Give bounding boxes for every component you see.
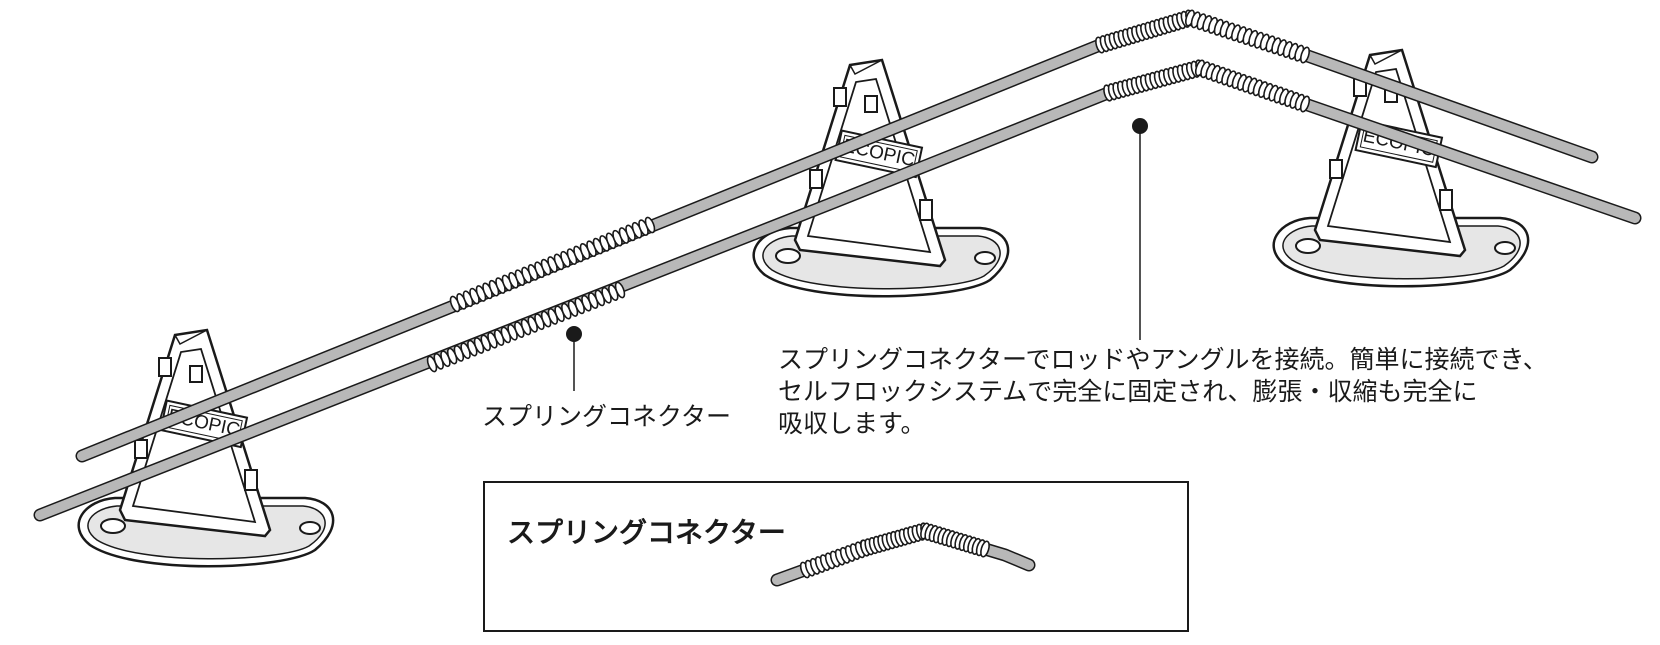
spring-upper-top-b <box>1184 9 1311 64</box>
description-line: セルフロックシステムで完全に固定され、膨張・収縮も完全に <box>778 377 1478 406</box>
inset-spring-a <box>799 539 871 579</box>
spring-connector-label: スプリングコネクター <box>482 402 732 431</box>
inset-spring-illustration <box>770 522 1036 587</box>
connector-description: スプリングコネクターでロッドやアングルを接続。簡単に接続でき、 セルフロックシス… <box>778 344 1598 440</box>
inset-spring-b <box>860 522 930 557</box>
callout-dot-right <box>1132 118 1148 134</box>
callout-dot-left <box>566 326 582 342</box>
description-line: 吸収します。 <box>778 409 926 438</box>
spring-upper-left <box>449 216 656 313</box>
inset-spring-c <box>920 522 990 558</box>
spring-lower-top-b <box>1194 59 1311 113</box>
inset-detail-box: スプリングコネクター <box>483 481 1189 632</box>
inset-title: スプリングコネクター <box>507 516 786 549</box>
spring-lower-left <box>426 281 626 373</box>
spring-lower-top-a <box>1103 59 1205 102</box>
description-line: スプリングコネクターでロッドやアングルを接続。簡単に接続でき、 <box>778 345 1548 374</box>
spring-upper-top-a <box>1095 9 1195 54</box>
